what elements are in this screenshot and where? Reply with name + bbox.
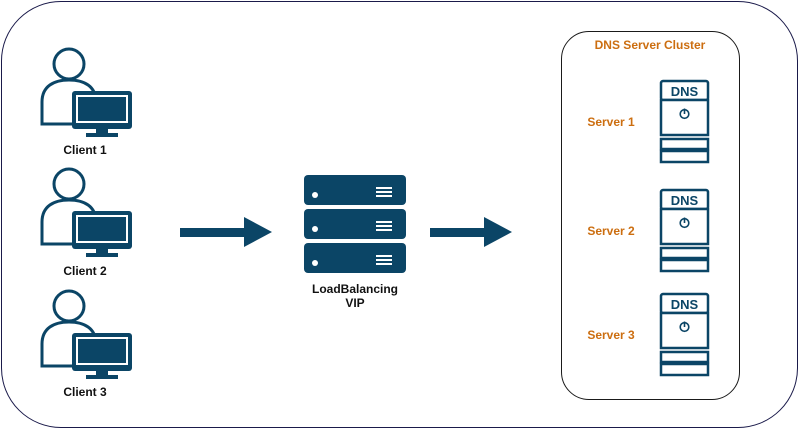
server-3-label: Server 3 bbox=[587, 328, 635, 342]
cluster-title: DNS Server Cluster bbox=[594, 38, 706, 52]
server-1-label: Server 1 bbox=[587, 115, 635, 129]
dns-server-icon: DNS bbox=[659, 79, 710, 164]
dns-badge: DNS bbox=[671, 193, 699, 208]
dns-badge: DNS bbox=[671, 84, 699, 99]
user-computer-icon bbox=[40, 289, 132, 379]
load-balancer-label: LoadBalancing VIP bbox=[312, 282, 398, 310]
server-rack-icon bbox=[304, 175, 406, 273]
dns-server-cluster-box bbox=[561, 31, 740, 400]
load-balancer-label-line1: LoadBalancing bbox=[311, 282, 399, 296]
client-3-label: Client 3 bbox=[63, 385, 107, 399]
arrow-right-icon bbox=[430, 217, 512, 247]
server-2-label: Server 2 bbox=[587, 224, 635, 238]
user-computer-icon bbox=[40, 47, 132, 137]
user-computer-icon bbox=[40, 167, 132, 257]
client-1-label: Client 1 bbox=[63, 143, 107, 157]
load-balancer-label-line2: VIP bbox=[345, 296, 365, 310]
client-2-label: Client 2 bbox=[63, 264, 107, 278]
arrow-right-icon bbox=[180, 217, 272, 247]
dns-badge: DNS bbox=[671, 297, 699, 312]
dns-server-icon: DNS bbox=[659, 292, 710, 377]
dns-server-icon: DNS bbox=[659, 188, 710, 273]
